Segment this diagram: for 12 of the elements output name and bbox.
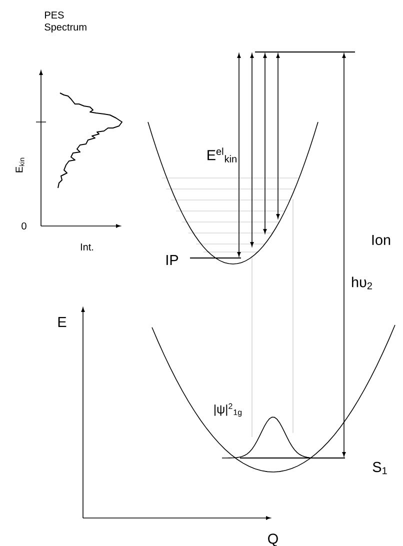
axis-label: Q bbox=[268, 534, 278, 546]
axis-label: Int. bbox=[80, 244, 94, 250]
level-label: IP bbox=[166, 255, 178, 265]
axis-label: E bbox=[58, 317, 66, 327]
axis-label: E$_{kin}$ bbox=[16, 158, 24, 172]
state-label: Ion bbox=[372, 234, 390, 246]
state-label: S$_{1}$ bbox=[372, 462, 387, 474]
wavefunction-label: |ψ|$^{2}$1g bbox=[214, 403, 242, 417]
axis-tick-label: 0 bbox=[22, 222, 26, 230]
chart-title: PES Spectrum bbox=[44, 11, 86, 33]
energy-label: hυ$_{2}$ bbox=[352, 276, 372, 290]
energy-label: E$^{el}$kin bbox=[208, 148, 236, 162]
